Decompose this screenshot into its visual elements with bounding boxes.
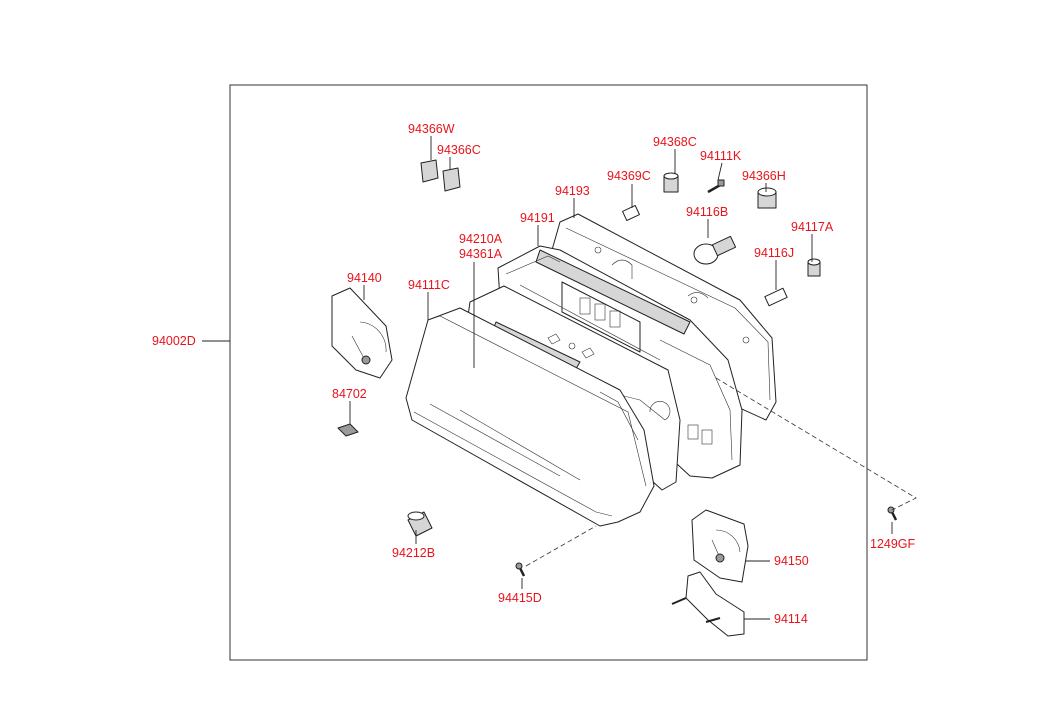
part-94366W	[420, 159, 439, 183]
part-94212B-cylinder	[407, 511, 433, 537]
part-94111C-front-cover	[405, 307, 655, 527]
part-94368C-socket	[663, 172, 679, 193]
label-94140: 94140	[347, 271, 382, 285]
label-94150: 94150	[774, 554, 809, 568]
part-94111K-screw	[707, 179, 725, 194]
part-94150-gauge	[691, 509, 749, 583]
label-94366C: 94366C	[437, 143, 481, 157]
label-94415D: 94415D	[498, 591, 542, 605]
part-1249GF-screw	[887, 506, 898, 521]
label-94193: 94193	[555, 184, 590, 198]
label-94116J: 94116J	[754, 246, 794, 260]
leader-lines	[202, 136, 917, 620]
part-94116J-bulb	[764, 287, 788, 307]
label-1249GF: 1249GF	[870, 537, 916, 551]
label-84702: 84702	[332, 387, 367, 401]
label-94117A: 94117A	[791, 220, 834, 234]
label-94116B: 94116B	[686, 205, 728, 219]
part-94114-bracket	[671, 571, 745, 637]
part-94415D-screw	[515, 562, 526, 577]
label-94369C: 94369C	[607, 169, 651, 183]
label-94111C: 94111C	[408, 278, 450, 292]
part-94366H-socket	[757, 187, 777, 209]
label-94366H: 94366H	[742, 169, 786, 183]
part-94116B-bulb	[693, 235, 737, 265]
label-94368C: 94368C	[653, 135, 697, 149]
label-94191: 94191	[520, 211, 555, 225]
part-94117A-socket	[807, 258, 821, 277]
label-94002D: 94002D	[152, 334, 196, 348]
assembly-frame	[229, 84, 868, 661]
label-94114: 94114	[774, 612, 808, 626]
part-94140-gauge	[331, 287, 393, 379]
part-84702-clip	[337, 423, 359, 437]
label-94111K: 94111K	[700, 149, 742, 163]
label-94212B: 94212B	[392, 546, 435, 560]
label-94210A: 94210A	[459, 232, 503, 246]
label-94366W: 94366W	[408, 122, 455, 136]
label-94361A: 94361A	[459, 247, 503, 261]
part-94369C-bulb	[622, 205, 640, 221]
part-94366C	[442, 167, 461, 192]
